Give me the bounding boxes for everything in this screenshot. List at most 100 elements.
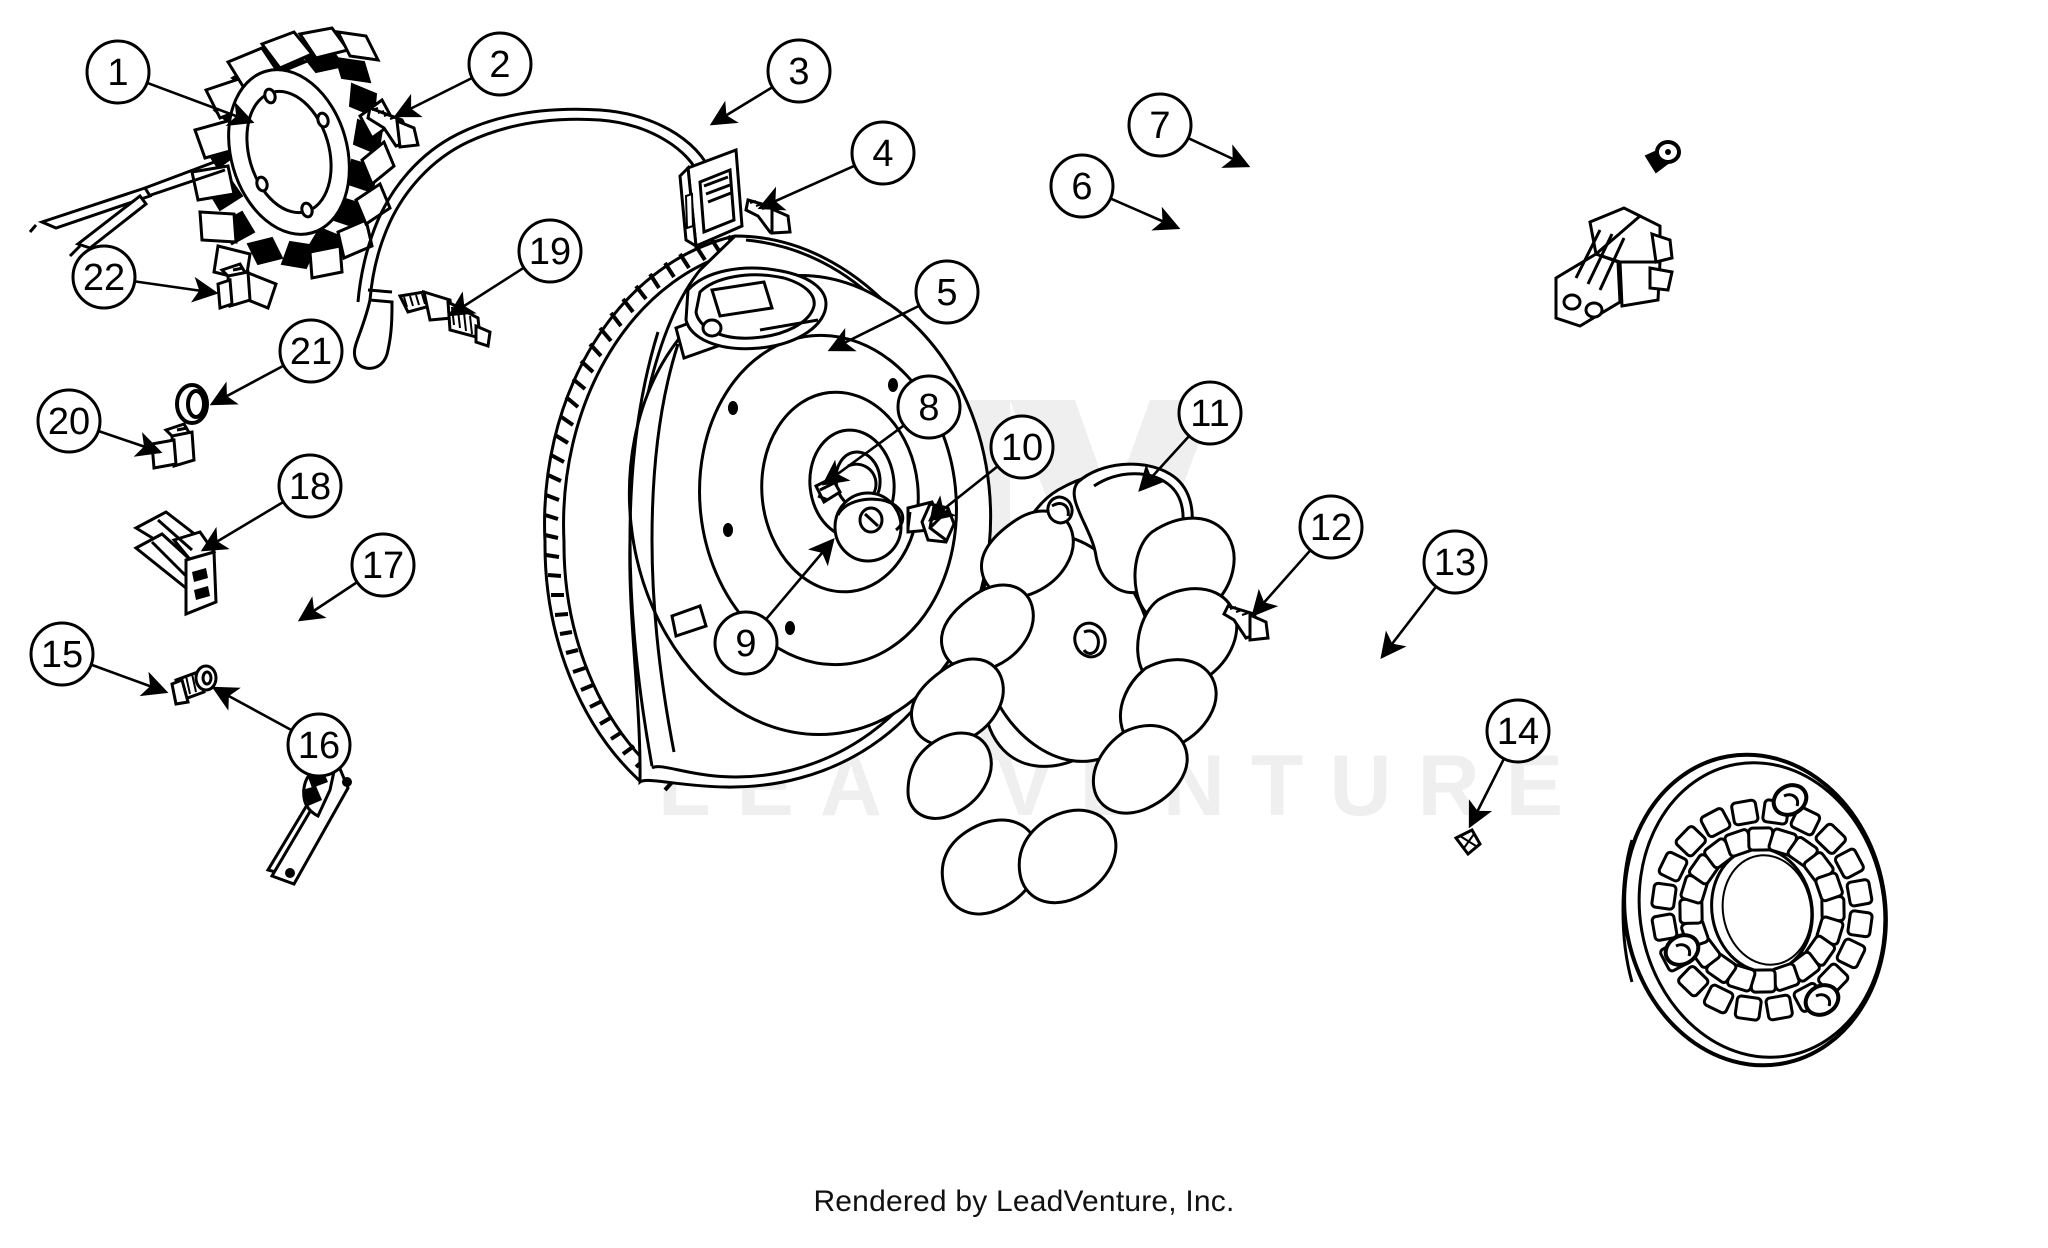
callout-circle[interactable] <box>1485 698 1551 764</box>
callout-10[interactable]: 10 <box>927 414 1055 522</box>
callout-circle[interactable] <box>36 388 102 454</box>
callout-circle[interactable] <box>1127 92 1193 158</box>
callout-circle[interactable] <box>896 374 962 440</box>
callout-2[interactable]: 2 <box>393 31 533 118</box>
part-screw-connector <box>1644 140 1681 174</box>
callout-circle[interactable] <box>1422 529 1488 595</box>
callout-circle[interactable] <box>1177 380 1243 446</box>
callout-circle[interactable] <box>350 532 416 598</box>
part-screw-brake-bracket <box>170 670 206 706</box>
callout-leader-line <box>757 164 856 211</box>
callout-circle[interactable] <box>989 414 1055 480</box>
callout-leader-line <box>393 76 473 118</box>
callout-9[interactable]: 9 <box>713 538 835 676</box>
part-cooling-fan <box>906 462 1239 916</box>
callout-3[interactable]: 3 <box>709 38 832 126</box>
part-ignition-coil-with-lead <box>352 107 744 370</box>
callout-number: 9 <box>735 623 756 665</box>
callout-leader-line <box>1380 585 1438 660</box>
callout-number: 21 <box>290 331 332 373</box>
footer-credit: Rendered by LeadVenture, Inc. <box>813 1185 1235 1218</box>
callout-circle[interactable] <box>71 244 137 310</box>
callout-8[interactable]: 8 <box>821 374 962 486</box>
callout-leader-line <box>90 663 169 697</box>
callout-circle[interactable] <box>713 610 779 676</box>
callout-number: 1 <box>107 52 128 94</box>
callout-14[interactable]: 14 <box>1468 698 1551 829</box>
part-washer <box>833 491 905 563</box>
callout-leader-line <box>1138 435 1191 492</box>
part-rotating-screen <box>1621 752 1888 1068</box>
callout-15[interactable]: 15 <box>29 621 169 697</box>
callout-number: 15 <box>41 634 83 676</box>
callout-1[interactable]: 1 <box>85 39 255 126</box>
callout-6[interactable]: 6 <box>1049 153 1181 231</box>
callout-leader-line <box>821 424 905 486</box>
callout-17[interactable]: 17 <box>297 532 416 622</box>
callout-circle[interactable] <box>277 453 343 519</box>
callout-number: 14 <box>1497 711 1539 753</box>
part-screw-stator <box>366 105 420 149</box>
callout-number: 5 <box>936 272 957 314</box>
callout-leader-line <box>134 276 219 303</box>
callout-circle[interactable] <box>286 712 352 778</box>
callout-18[interactable]: 18 <box>200 453 343 552</box>
callout-22[interactable]: 22 <box>71 244 219 310</box>
callout-20[interactable]: 20 <box>36 388 163 457</box>
callout-leader-line <box>447 266 525 317</box>
callout-12[interactable]: 12 <box>1251 494 1364 617</box>
callout-circle[interactable] <box>467 31 533 97</box>
callout-19[interactable]: 19 <box>447 218 583 317</box>
callout-number: 2 <box>489 44 510 86</box>
callout-leader-line <box>200 500 285 552</box>
flywheel-ring-gear-teeth <box>543 234 745 792</box>
callout-5[interactable]: 5 <box>827 259 980 352</box>
callout-number: 11 <box>1190 393 1229 435</box>
callout-circle[interactable] <box>29 621 95 687</box>
callout-circle[interactable] <box>914 259 980 325</box>
callout-leader-line <box>146 81 255 126</box>
callout-number: 8 <box>918 387 939 429</box>
callout-leader-line <box>827 304 920 352</box>
callout-circle[interactable] <box>850 120 916 186</box>
callout-number: 7 <box>1149 105 1170 147</box>
callout-16[interactable]: 16 <box>211 686 352 778</box>
callout-circle[interactable] <box>517 218 583 284</box>
part-brake-bracket <box>132 510 218 617</box>
callout-4[interactable]: 4 <box>757 120 916 211</box>
callout-number: 6 <box>1071 166 1092 208</box>
callout-13[interactable]: 13 <box>1380 529 1488 660</box>
callout-number: 10 <box>1001 427 1043 469</box>
callout-number: 19 <box>529 231 571 273</box>
callout-number: 18 <box>289 466 331 508</box>
part-stator-coil-assembly <box>28 26 396 310</box>
callout-number: 3 <box>788 51 809 93</box>
callout-leader-line <box>1109 197 1181 231</box>
callout-number: 4 <box>872 133 893 175</box>
part-screw-fan <box>1222 604 1270 642</box>
part-connector-plug <box>1554 206 1674 328</box>
callout-circle[interactable] <box>766 38 832 104</box>
callout-circle[interactable] <box>1298 494 1364 560</box>
callout-leader-line <box>1187 136 1251 168</box>
callout-leader-line <box>765 538 835 621</box>
part-washer-brake <box>194 664 218 692</box>
callout-number: 17 <box>362 545 404 587</box>
callout-number: 16 <box>298 725 340 767</box>
part-brake-pad-arm <box>265 756 352 886</box>
callout-circle[interactable] <box>278 318 344 384</box>
callout-7[interactable]: 7 <box>1127 92 1251 168</box>
callout-circle[interactable] <box>1049 153 1115 219</box>
part-terminal-clip-lower <box>150 422 196 470</box>
callout-circle[interactable] <box>85 39 151 105</box>
part-spark-plug <box>397 289 492 348</box>
callout-leader-line <box>927 465 999 522</box>
callout-11[interactable]: 11 <box>1138 380 1243 492</box>
callout-leader-line <box>297 581 358 622</box>
part-grommet-ring <box>175 383 209 425</box>
callout-21[interactable]: 21 <box>209 318 344 406</box>
part-terminal-clip-upper <box>216 262 252 311</box>
